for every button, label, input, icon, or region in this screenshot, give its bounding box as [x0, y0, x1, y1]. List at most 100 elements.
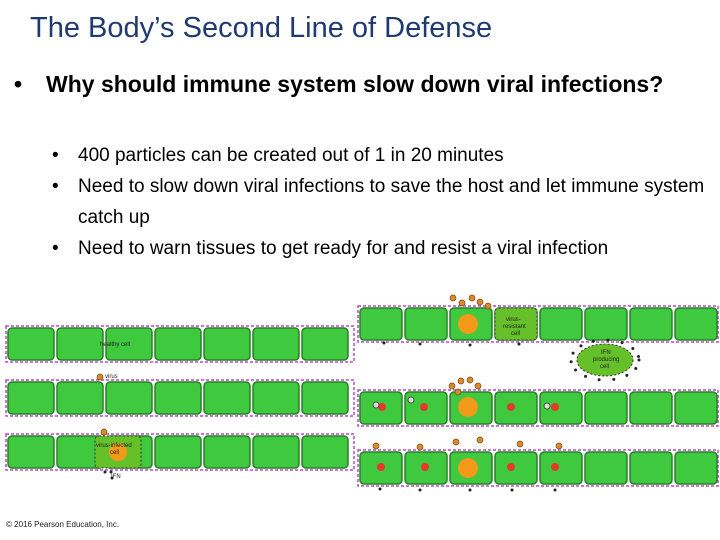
healthy-cell — [56, 381, 104, 415]
cell-rows — [5, 305, 719, 487]
cell — [584, 391, 628, 425]
virus-particle — [543, 402, 551, 410]
healthy-cell — [301, 435, 349, 469]
ifn-response-dot — [378, 403, 386, 411]
cell — [539, 451, 583, 485]
tissue-outline — [357, 305, 719, 343]
ifn-molecule — [418, 488, 422, 492]
bullet-dot: • — [52, 145, 59, 166]
ifn-molecule — [569, 360, 573, 364]
ifn-molecule — [579, 344, 583, 348]
label-virus-resistant: virus- — [506, 317, 521, 323]
cell — [359, 307, 403, 341]
cell — [674, 307, 718, 341]
copyright-notice: © 2016 Pearson Education, Inc. — [6, 520, 120, 529]
main-bullet: • Why should immune system slow down vir… — [14, 68, 694, 100]
ifn-molecule — [634, 366, 638, 370]
label-virus-resistant-3: cell — [511, 331, 520, 337]
tissue-outline — [5, 325, 355, 363]
virus-particle — [454, 388, 462, 396]
healthy-cell — [154, 435, 202, 469]
cell — [539, 307, 583, 341]
virus-particle — [466, 376, 474, 384]
sub-bullet-text: Need to warn tissues to get ready for an… — [78, 238, 609, 259]
ifn-molecule — [631, 347, 635, 351]
label-virus-resistant-2: resistant — [503, 324, 526, 330]
virus-resistant-cell — [494, 307, 538, 341]
ifn-response-dot — [420, 403, 428, 411]
label-virus-infected-cell-2: cell — [110, 450, 119, 456]
bullet-dot: • — [52, 176, 59, 197]
healthy-cell — [7, 327, 55, 361]
ifn-molecule — [636, 355, 640, 359]
virus-particle — [468, 294, 476, 302]
healthy-cell — [7, 381, 55, 415]
ifn-response-dot — [507, 463, 515, 471]
sub-bullet-text: Need to slow down viral infections to sa… — [78, 176, 705, 228]
virus-particle — [448, 382, 456, 390]
infected-core — [458, 397, 478, 417]
healthy-cell — [203, 381, 251, 415]
virus-particle — [458, 299, 466, 307]
tissue-outline — [357, 389, 719, 427]
virus-particle — [476, 436, 484, 444]
ifn-molecule — [553, 488, 557, 492]
cell — [494, 391, 538, 425]
healthy-cell — [301, 381, 349, 415]
sub-bullet-list: • 400 particles can be created out of 1 … — [52, 140, 712, 264]
virus-particle — [449, 294, 457, 302]
virus-particle — [516, 440, 524, 448]
virus-particle — [555, 442, 563, 450]
label-ifn: IFN — [111, 474, 121, 480]
ifn-molecule — [625, 373, 629, 377]
diagram-details — [94, 294, 641, 492]
label-virus-infected-cell: virus-infected — [96, 443, 132, 449]
tissue-outline — [5, 379, 355, 417]
main-bullet-text: Why should immune system slow down viral… — [46, 71, 664, 97]
ifn-molecule — [378, 487, 382, 491]
ifn-molecule — [606, 338, 610, 342]
infected-core — [458, 458, 478, 478]
sub-bullet: • Need to warn tissues to get ready for … — [52, 233, 712, 264]
ifn-response-dot — [551, 403, 559, 411]
sub-bullet: • 400 particles can be created out of 1 … — [52, 140, 712, 171]
ifn-response-dot — [421, 463, 429, 471]
cell — [539, 391, 583, 425]
healthy-cell — [7, 435, 55, 469]
virus-particle — [100, 428, 108, 436]
ifn-response-dot — [377, 463, 385, 471]
healthy-cell — [105, 381, 153, 415]
healthy-cell — [105, 327, 153, 361]
ifn-molecule — [574, 368, 578, 372]
slide-title: The Body’s Second Line of Defense — [30, 12, 493, 44]
cell — [674, 391, 718, 425]
label-ifn-producing: IFN — [601, 350, 611, 356]
virus-particle — [476, 298, 484, 306]
tissue-outline — [5, 433, 355, 471]
virus-particle — [96, 373, 104, 381]
cell — [584, 307, 628, 341]
ifn-molecule — [510, 488, 514, 492]
virus-particle — [474, 382, 482, 390]
ifn-molecule — [110, 476, 114, 480]
ifn-response-dot — [507, 403, 515, 411]
ifn-molecule — [637, 358, 641, 362]
ifn-molecule — [103, 470, 107, 474]
ifn-molecule — [597, 378, 601, 382]
ifn-response-dot — [551, 463, 559, 471]
healthy-cell — [252, 435, 300, 469]
cell — [584, 451, 628, 485]
ifn-molecule — [612, 377, 616, 381]
healthy-cell — [154, 381, 202, 415]
healthy-cell — [203, 327, 251, 361]
virus-particle — [457, 377, 465, 385]
virus-particle — [372, 401, 380, 409]
label-ifn-producing-2: producing — [593, 357, 619, 363]
virus-particle — [372, 442, 380, 450]
healthy-cell — [154, 327, 202, 361]
tissue-outline — [357, 449, 719, 487]
healthy-cell — [56, 327, 104, 361]
cell — [629, 307, 673, 341]
healthy-cell — [252, 327, 300, 361]
label-ifn-producing-3: cell — [600, 364, 609, 370]
